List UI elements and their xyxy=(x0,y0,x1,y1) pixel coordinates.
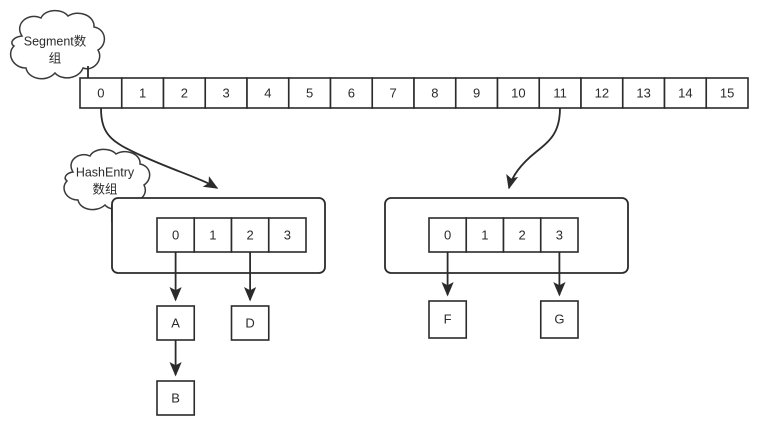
hashentry-group-left: 0 1 2 3 xyxy=(111,197,326,302)
segment-cell-label: 14 xyxy=(678,85,692,100)
arrow-segment11-to-right-group xyxy=(506,107,561,190)
segment-cell-label: 10 xyxy=(511,85,525,100)
node-f-label: F xyxy=(444,311,452,326)
segment-cell-label: 5 xyxy=(306,85,313,100)
segment-cell-1[interactable]: 1 xyxy=(120,77,165,109)
segment-cell-14[interactable]: 14 xyxy=(663,77,708,109)
segment-cell-11[interactable]: 11 xyxy=(538,77,582,109)
segment-cell-4[interactable]: 4 xyxy=(246,77,290,109)
segment-cell-0[interactable]: 0 xyxy=(79,77,123,109)
segment-cell-label: 7 xyxy=(389,85,396,100)
segment-cell-3[interactable]: 3 xyxy=(204,77,248,109)
hashentry-cell-label: 0 xyxy=(172,227,179,242)
segment-cell-6[interactable]: 6 xyxy=(329,77,374,109)
segment-cell-10[interactable]: 10 xyxy=(496,77,541,109)
segment-cell-label: 13 xyxy=(636,85,650,100)
segment-cell-label: 9 xyxy=(473,85,480,100)
segment-cell-label: 8 xyxy=(431,85,438,100)
hashentry-cloud-callout: HashEntry 数组 xyxy=(63,148,151,222)
hashentry-cell-label: 3 xyxy=(556,227,563,242)
node-b[interactable]: B xyxy=(156,380,196,416)
node-f[interactable]: F xyxy=(428,300,468,339)
hashentry-cell-label: 3 xyxy=(284,227,291,242)
hashentry-cell-label: 2 xyxy=(518,227,525,242)
segment-cell-15[interactable]: 15 xyxy=(705,77,749,109)
node-b-label: B xyxy=(171,390,180,405)
segment-cell-label: 2 xyxy=(181,85,188,100)
segment-cloud-label-line2: 组 xyxy=(49,51,62,65)
hashentry-right-cell-1[interactable]: 1 xyxy=(465,217,505,253)
segment-array: 0 1 2 3 4 5 6 xyxy=(79,77,749,109)
node-a-label: A xyxy=(171,315,180,330)
hashentry-cloud-label-line1: HashEntry xyxy=(76,165,135,179)
segment-cell-5[interactable]: 5 xyxy=(287,77,332,109)
segment-cell-9[interactable]: 9 xyxy=(454,77,499,109)
segment-cell-2[interactable]: 2 xyxy=(162,77,207,109)
hashentry-left-cell-2[interactable]: 2 xyxy=(230,217,270,253)
segment-cell-label: 4 xyxy=(264,85,271,100)
hashentry-right-cell-3[interactable]: 3 xyxy=(539,217,579,253)
segment-cell-8[interactable]: 8 xyxy=(413,77,457,109)
node-g-label: G xyxy=(554,311,564,326)
node-a[interactable]: A xyxy=(156,305,196,341)
segment-cell-13[interactable]: 13 xyxy=(621,77,666,109)
node-d-label: D xyxy=(245,315,254,330)
segment-cell-label: 6 xyxy=(348,85,355,100)
segment-cell-label: 1 xyxy=(139,85,146,100)
segment-cloud-callout: Segment数 组 xyxy=(9,9,106,80)
segment-cell-label: 12 xyxy=(595,85,609,100)
node-d[interactable]: D xyxy=(230,305,270,341)
hashentry-group-right: 0 1 2 3 xyxy=(384,197,629,297)
hashentry-cloud-label-line2: 数组 xyxy=(92,181,117,196)
hashentry-left-cell-0[interactable]: 0 xyxy=(156,217,196,253)
arrow-segment0-to-left-group xyxy=(100,107,219,189)
hashentry-cell-label: 1 xyxy=(209,227,216,242)
hashentry-left-cell-3[interactable]: 3 xyxy=(267,217,307,253)
hashentry-right-cell-2[interactable]: 2 xyxy=(502,217,542,253)
hashentry-cell-label: 0 xyxy=(444,227,451,242)
segment-cloud-shape xyxy=(9,9,106,80)
hashentry-right-cell-0[interactable]: 0 xyxy=(428,217,468,253)
segment-cell-label: 15 xyxy=(720,85,734,100)
hashentry-left-cell-1[interactable]: 1 xyxy=(193,217,233,253)
segment-cell-7[interactable]: 7 xyxy=(371,77,415,109)
node-g[interactable]: G xyxy=(539,300,579,339)
segment-cell-label: 11 xyxy=(553,85,567,100)
segment-cell-12[interactable]: 12 xyxy=(580,77,624,109)
segment-cell-label: 3 xyxy=(222,85,229,100)
segment-cell-label: 0 xyxy=(97,85,104,100)
hashentry-cell-label: 2 xyxy=(246,227,253,242)
hashentry-cell-label: 1 xyxy=(481,227,488,242)
segment-cloud-label-line1: Segment数 xyxy=(24,33,87,48)
